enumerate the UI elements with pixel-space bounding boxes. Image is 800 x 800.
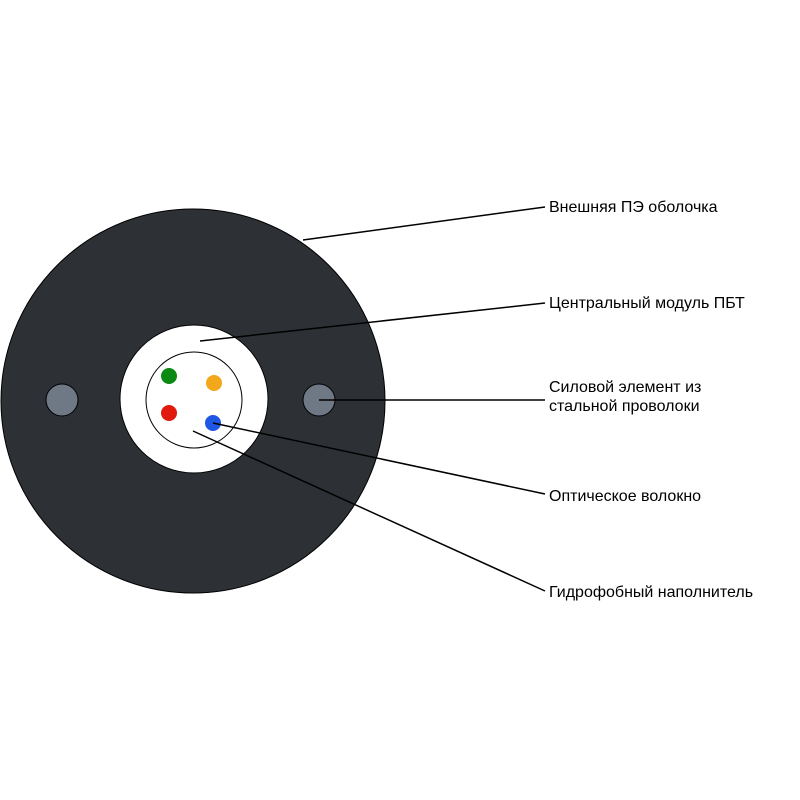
- label-outer-sheath: Внешняя ПЭ оболочка: [549, 199, 718, 216]
- label-hydrophobic-filler: Гидрофобный наполнитель: [549, 584, 754, 601]
- fiber-orange: [206, 375, 222, 391]
- label-strength-member-line1: Силовой элемент из: [549, 379, 702, 396]
- label-strength-member-line2: стальной проволоки: [549, 398, 700, 415]
- fiber-green: [161, 368, 177, 384]
- label-strength-member: Силовой элемент из стальной проволоки: [549, 378, 701, 416]
- leader-line-hydrophobic-filler: [192, 430, 546, 592]
- leader-line-central-module: [199, 302, 546, 342]
- hydrophobic-filler-ring: [145, 351, 243, 449]
- leader-line-outer-sheath: [302, 206, 546, 241]
- label-optical-fiber: Оптическое волокно: [549, 488, 702, 505]
- fiber-red: [161, 405, 177, 421]
- strength-member-left: [45, 383, 79, 417]
- label-central-module: Центральный модуль ПБТ: [549, 295, 745, 312]
- central-module: [119, 324, 269, 474]
- leader-line-optical-fiber: [212, 422, 546, 495]
